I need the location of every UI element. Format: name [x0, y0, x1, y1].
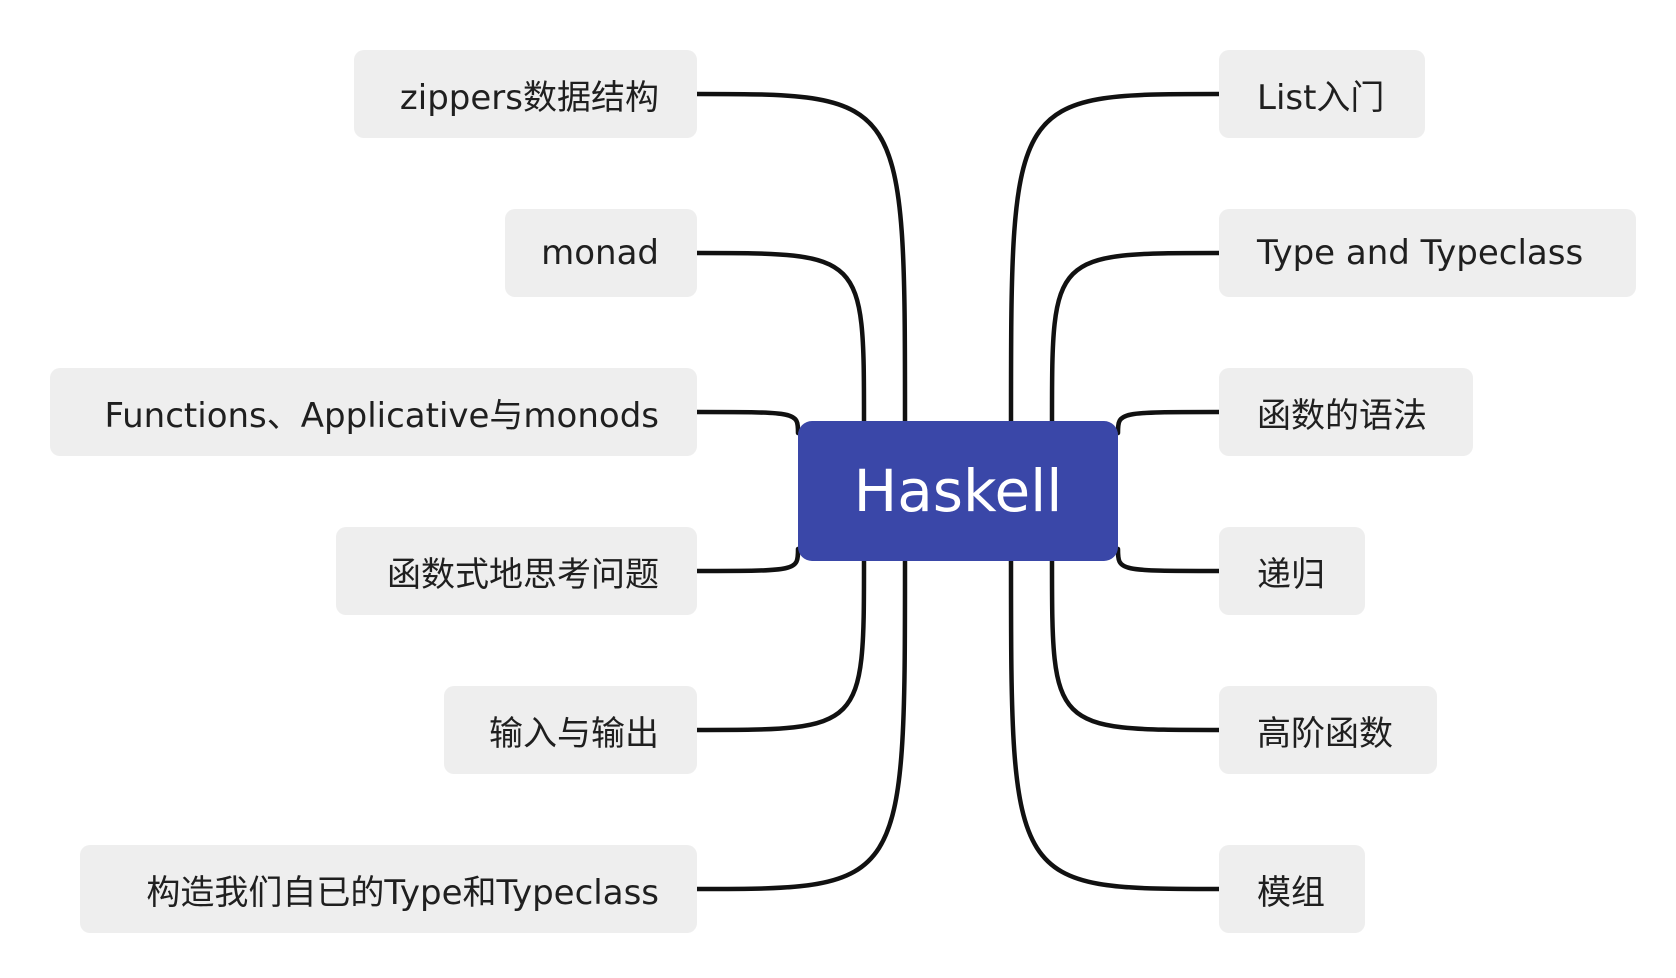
right-connector-2	[1049, 250, 1222, 424]
topic-label: 输入与输出	[489, 713, 659, 754]
topic-label: 构造我们自已的Type和Typeclass	[146, 872, 659, 913]
topic-label: 函数的语法	[1257, 395, 1427, 436]
left-connector-2	[694, 250, 867, 424]
right-connector-3	[1115, 409, 1222, 436]
topic-higher-order-functions[interactable]: 高阶函数	[1219, 686, 1437, 774]
left-connector-1	[694, 91, 908, 424]
right-connector-6	[1008, 558, 1222, 892]
topic-functions-applicative-monods[interactable]: Functions、Applicative与monods	[50, 368, 697, 456]
left-connector-3	[694, 409, 801, 436]
right-connector-4	[1115, 546, 1222, 574]
left-connector-5	[694, 558, 867, 733]
topic-label: 递归	[1257, 554, 1325, 595]
topic-label: 函数式地思考问题	[387, 554, 659, 595]
topic-modules[interactable]: 模组	[1219, 845, 1365, 933]
topic-input-output[interactable]: 输入与输出	[444, 686, 697, 774]
left-connector-6	[694, 558, 908, 892]
topic-recursion[interactable]: 递归	[1219, 527, 1365, 615]
topic-label: zippers数据结构	[399, 77, 659, 118]
topic-label: 高阶函数	[1257, 713, 1393, 754]
topic-list-intro[interactable]: List入门	[1219, 50, 1425, 138]
topic-label: 模组	[1257, 872, 1325, 913]
topic-monad[interactable]: monad	[505, 209, 697, 297]
topic-label: List入门	[1257, 77, 1385, 118]
central-topic-label: Haskell	[853, 457, 1063, 525]
topic-label: Type and Typeclass	[1257, 233, 1584, 273]
right-connector-5	[1049, 558, 1222, 733]
topic-label: monad	[541, 233, 659, 273]
central-topic[interactable]: Haskell	[798, 421, 1118, 561]
left-connector-4	[694, 546, 801, 574]
topic-label: Functions、Applicative与monods	[104, 395, 659, 436]
topic-own-types[interactable]: 构造我们自已的Type和Typeclass	[80, 845, 697, 933]
topic-functional-thinking[interactable]: 函数式地思考问题	[336, 527, 697, 615]
topic-function-syntax[interactable]: 函数的语法	[1219, 368, 1473, 456]
topic-type-and-typeclass[interactable]: Type and Typeclass	[1219, 209, 1636, 297]
topic-zippers[interactable]: zippers数据结构	[354, 50, 697, 138]
right-connector-1	[1008, 91, 1222, 424]
